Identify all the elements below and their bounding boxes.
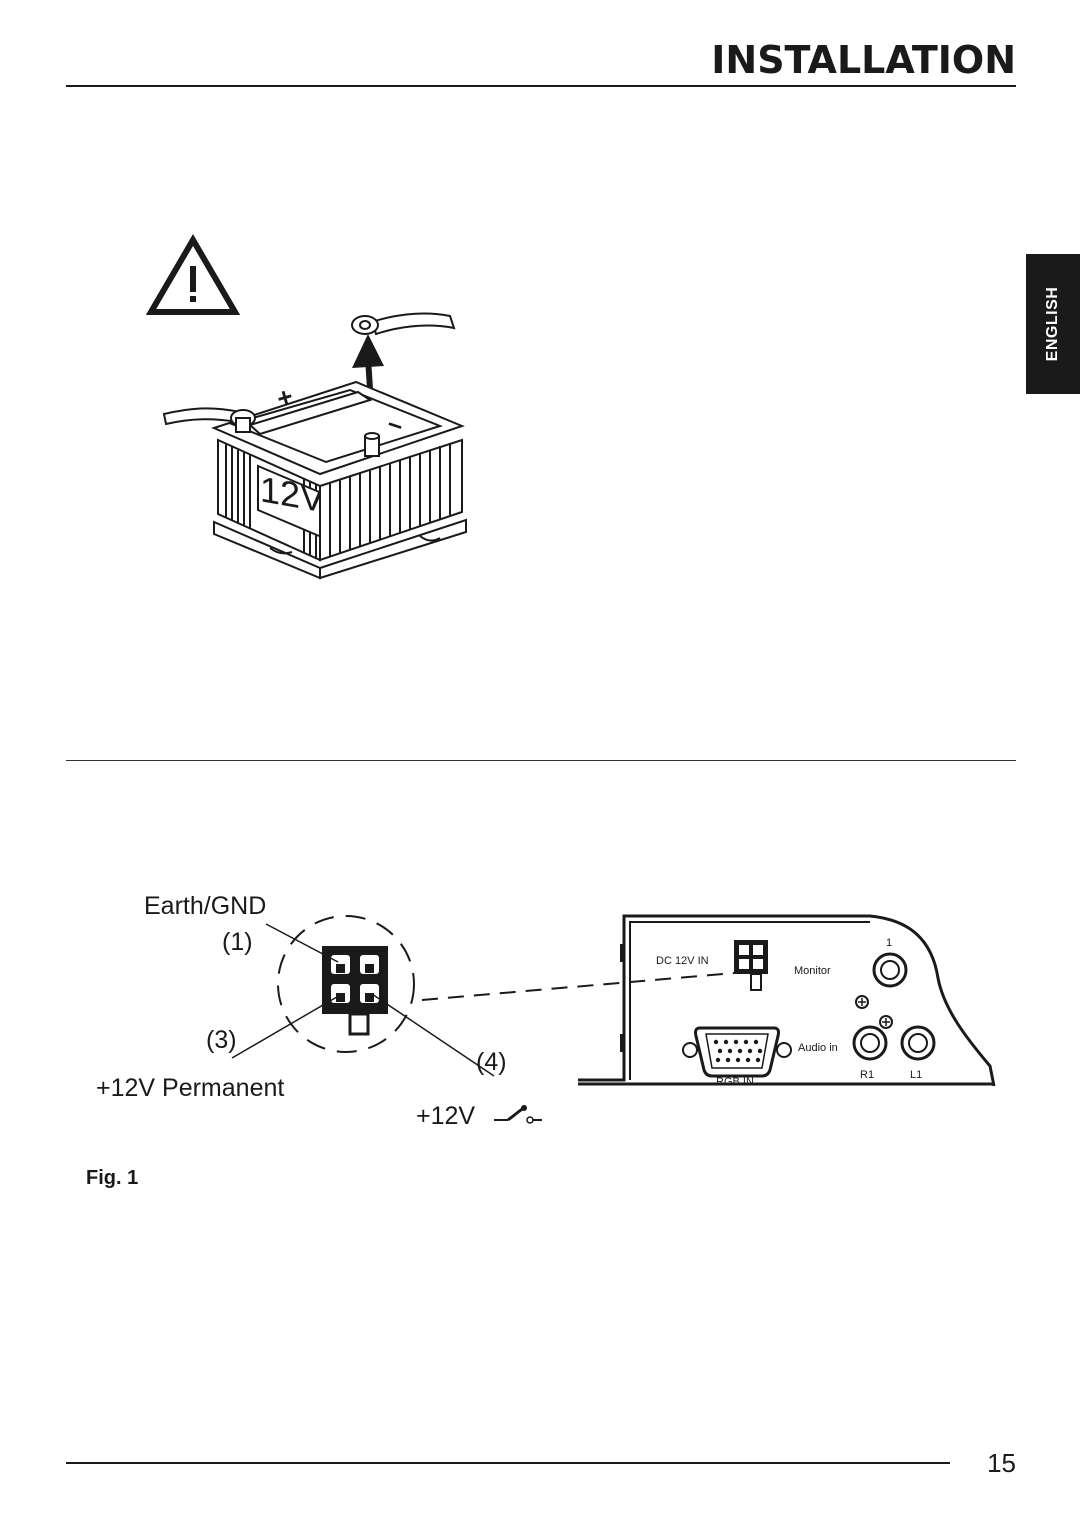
page-number: 15 bbox=[987, 1448, 1016, 1478]
language-tab: ENGLISH bbox=[1026, 254, 1080, 394]
rgb-in-label: RGB IN bbox=[716, 1076, 754, 1088]
ignition-12v-label: +12V bbox=[416, 1102, 475, 1130]
earth-gnd-label: Earth/GND bbox=[144, 892, 266, 920]
warning-triangle-icon bbox=[145, 234, 241, 315]
l1-label: L1 bbox=[910, 1069, 922, 1081]
section-divider bbox=[66, 760, 1016, 761]
pin-1-label: (1) bbox=[222, 928, 253, 956]
pin-4-label: (4) bbox=[476, 1048, 507, 1076]
header-rule bbox=[66, 85, 1016, 87]
pin-3-label: (3) bbox=[206, 1026, 237, 1054]
connector-pinout-diagram: Earth/GND (1) (3) (4) +12V Permanent +12… bbox=[96, 892, 996, 1130]
language-tab-label: ENGLISH bbox=[1044, 286, 1061, 362]
battery-disconnect-illustration: + – 12V bbox=[145, 234, 467, 580]
footer-rule bbox=[66, 1462, 950, 1464]
monitor-label: Monitor bbox=[794, 965, 831, 977]
figure-caption: Fig. 1 bbox=[86, 1167, 139, 1189]
dc-in-label: DC 12V IN bbox=[656, 955, 709, 967]
audio-in-label: Audio in bbox=[798, 1042, 838, 1054]
ignition-switch-icon bbox=[494, 1104, 542, 1124]
page-title: INSTALLATION bbox=[711, 38, 1016, 82]
channel-number-label: 1 bbox=[886, 937, 892, 949]
permanent-12v-label: +12V Permanent bbox=[96, 1074, 284, 1102]
r1-label: R1 bbox=[860, 1069, 874, 1081]
